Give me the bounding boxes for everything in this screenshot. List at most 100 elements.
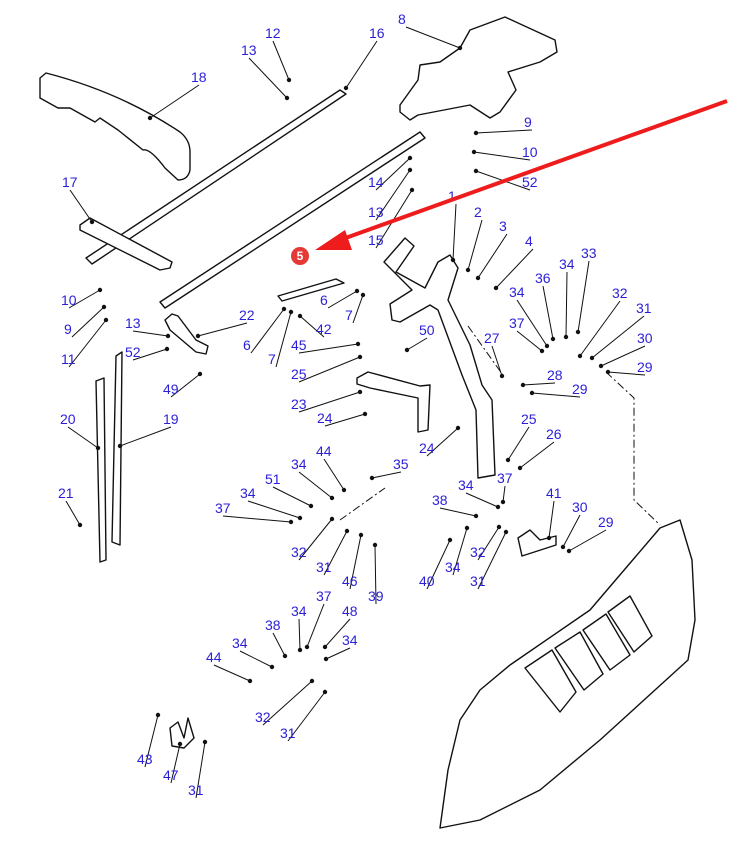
label-24: 24 [317, 410, 333, 426]
leader-line [298, 343, 359, 354]
leader-line [375, 169, 411, 221]
leader-line [247, 500, 301, 519]
part-17-bracket [79, 217, 173, 271]
label-44: 44 [316, 443, 332, 459]
leader-line [306, 603, 325, 648]
leader-line [119, 426, 172, 447]
leader-line [68, 289, 101, 309]
label-31: 31 [316, 559, 332, 575]
label-31: 31 [280, 725, 296, 741]
leader-line [299, 315, 325, 338]
leader-line [323, 458, 345, 491]
label-17: 17 [62, 174, 78, 190]
leader-line [144, 714, 159, 768]
part-18-handle [39, 72, 191, 181]
label-35: 35 [393, 456, 409, 472]
label-18: 18 [191, 69, 207, 85]
label-52: 52 [522, 174, 538, 190]
label-24: 24 [419, 440, 435, 456]
leader-line [69, 189, 93, 223]
label-31: 31 [636, 300, 652, 316]
label-9: 9 [64, 321, 72, 337]
leader-line [132, 348, 168, 361]
label-13: 13 [241, 42, 257, 58]
part-16-rail-lower [159, 131, 426, 309]
hood-louver [582, 613, 631, 671]
part-19-seal-strip [111, 351, 123, 546]
label-51: 51 [265, 471, 281, 487]
side-hood-panel [439, 519, 696, 829]
leader-line [516, 299, 548, 347]
label-6: 6 [320, 292, 328, 308]
leader-line [452, 527, 468, 576]
leader-line [325, 647, 351, 660]
leader-line [477, 526, 500, 561]
label-37: 37 [215, 500, 231, 516]
label-46: 46 [342, 573, 358, 589]
label-1: 1 [448, 188, 456, 204]
leader-line [516, 330, 543, 352]
leader-line [502, 485, 506, 503]
leader-line [465, 492, 499, 508]
label-22: 22 [239, 307, 255, 323]
leader-line [405, 26, 461, 49]
label-37: 37 [316, 588, 332, 604]
label-4: 4 [525, 233, 533, 249]
part-5-callout-number: 5 [297, 249, 304, 263]
label-34: 34 [240, 485, 256, 501]
leader-line [568, 529, 607, 552]
label-25: 25 [521, 411, 537, 427]
leader-line [349, 534, 362, 590]
label-2: 2 [474, 204, 482, 220]
label-8: 8 [398, 11, 406, 27]
label-21: 21 [58, 485, 74, 501]
leader-line [473, 151, 531, 161]
leader-line [565, 271, 568, 338]
leader-line [250, 308, 285, 354]
label-34: 34 [291, 603, 307, 619]
label-37: 37 [497, 470, 513, 486]
label-41: 41 [546, 485, 562, 501]
leader-line [371, 471, 402, 479]
hood-louver [554, 631, 604, 691]
label-20: 20 [60, 411, 76, 427]
leader-line [345, 40, 378, 89]
label-11: 11 [61, 351, 76, 367]
leader-line [531, 392, 581, 398]
assembly-lines [339, 325, 661, 526]
label-31: 31 [188, 782, 204, 798]
leader-line [272, 632, 286, 657]
leader-line [542, 285, 554, 340]
label-43: 43 [137, 751, 153, 767]
leader-line [577, 260, 590, 333]
leader-line [426, 427, 459, 457]
leader-line [548, 500, 555, 539]
label-34: 34 [509, 284, 525, 300]
leader-line [170, 373, 201, 398]
part-22-strap [164, 313, 209, 355]
label-33: 33 [581, 245, 597, 261]
label-28: 28 [547, 367, 563, 383]
label-49: 49 [163, 381, 179, 397]
leader-line [272, 40, 290, 81]
leader-line [324, 413, 366, 427]
part-8-step-plate [399, 16, 558, 121]
label-14: 14 [368, 174, 384, 190]
part-20-seal-strip [95, 377, 107, 563]
leader-line [406, 337, 428, 351]
leader-line [222, 515, 292, 523]
label-38: 38 [265, 617, 281, 633]
part-23-mount-bracket [356, 371, 431, 433]
leader-line [71, 306, 105, 338]
label-29: 29 [572, 381, 588, 397]
label-31: 31 [470, 573, 486, 589]
label-13: 13 [125, 315, 141, 331]
part-47-bracket [169, 717, 195, 749]
leader-line [324, 618, 351, 648]
label-26: 26 [546, 426, 562, 442]
leader-line [298, 356, 361, 383]
label-52: 52 [125, 344, 141, 360]
leader-line [149, 84, 200, 119]
